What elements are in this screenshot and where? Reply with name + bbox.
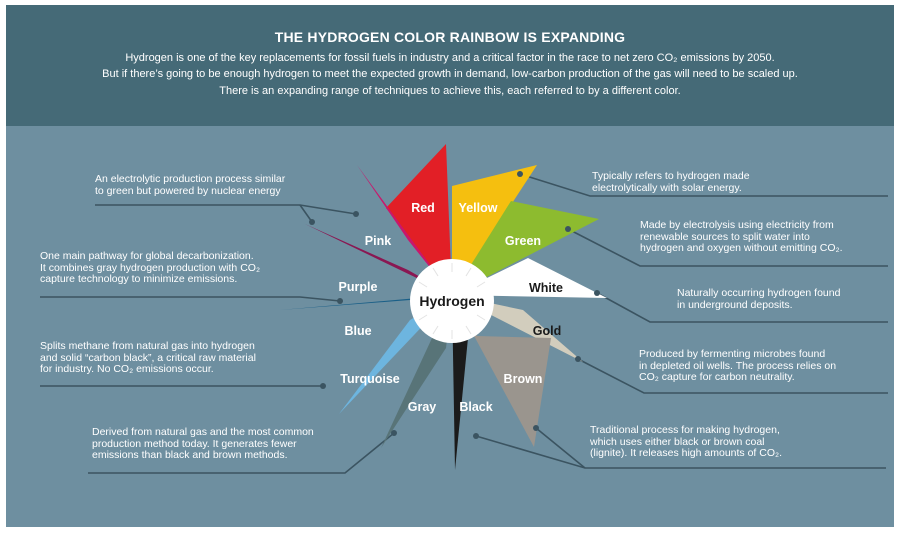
purple-leader-line — [40, 296, 341, 302]
petal-purple — [305, 224, 452, 295]
label-white: White — [529, 281, 563, 295]
label-green: Green — [505, 234, 541, 248]
desc-pink: An electrolytic production process simil… — [95, 173, 286, 197]
label-red: Red — [411, 201, 435, 215]
yellow-leader-line — [519, 173, 888, 197]
pink-leader-line — [95, 204, 357, 215]
subtitle-line-3: There is an expanding range of technique… — [219, 85, 681, 97]
label-blue: Blue — [344, 324, 371, 338]
pink-dot-b — [309, 219, 315, 225]
label-turquoise: Turquoise — [340, 372, 400, 386]
desc-white: Naturally occurring hydrogen found in un… — [677, 287, 841, 311]
hub-label: Hydrogen — [419, 293, 484, 309]
brown-dot — [533, 425, 539, 431]
hydrogen-hub — [410, 259, 494, 343]
petal-pink — [357, 165, 452, 295]
green-dot — [565, 226, 571, 232]
page-title: THE HYDROGEN COLOR RAINBOW IS EXPANDING — [274, 29, 626, 45]
desc-yellow: Typically refers to hydrogen made electr… — [592, 170, 750, 194]
gold-leader-line — [577, 358, 888, 394]
desc-gray: Derived from natural gas and the most co… — [92, 426, 314, 461]
subtitle-line-2: But if there’s going to be enough hydrog… — [102, 68, 798, 80]
label-gold: Gold — [533, 324, 561, 338]
turquoise-dot — [320, 383, 326, 389]
petal-blue — [280, 295, 452, 310]
label-yellow: Yellow — [459, 201, 498, 215]
header-band: THE HYDROGEN COLOR RAINBOW IS EXPANDING … — [6, 5, 894, 126]
label-gray: Gray — [408, 400, 437, 414]
black-dot — [473, 433, 479, 439]
petal-red — [386, 144, 452, 295]
label-brown: Brown — [504, 372, 543, 386]
subtitle-line-1: Hydrogen is one of the key replacements … — [125, 52, 775, 64]
connector-dots — [309, 171, 600, 439]
desc-black-brown: Traditional process for making hydrogen,… — [590, 424, 782, 459]
petal-brown — [452, 295, 551, 447]
label-purple: Purple — [339, 280, 378, 294]
petal-green — [452, 201, 599, 295]
white-dot — [594, 290, 600, 296]
purple-dot — [337, 298, 343, 304]
desc-green: Made by electrolysis using electricity f… — [640, 219, 843, 254]
hub-rays — [418, 263, 486, 339]
white-leader-line — [596, 292, 888, 323]
pink-leader-line-b — [299, 204, 313, 223]
leader-lines — [40, 173, 888, 474]
gray-leader-line — [88, 432, 395, 474]
gold-dot — [575, 356, 581, 362]
brown-leader-line — [535, 427, 586, 469]
gray-dot — [391, 430, 397, 436]
yellow-dot — [517, 171, 523, 177]
label-pink: Pink — [365, 234, 391, 248]
desc-turquoise: Splits methane from natural gas into hyd… — [40, 340, 256, 375]
label-black: Black — [459, 400, 492, 414]
desc-purple: One main pathway for global decarbonizat… — [40, 250, 261, 285]
pink-dot — [353, 211, 359, 217]
green-leader-line — [567, 228, 888, 267]
desc-gold: Produced by fermenting microbes found in… — [639, 348, 837, 383]
